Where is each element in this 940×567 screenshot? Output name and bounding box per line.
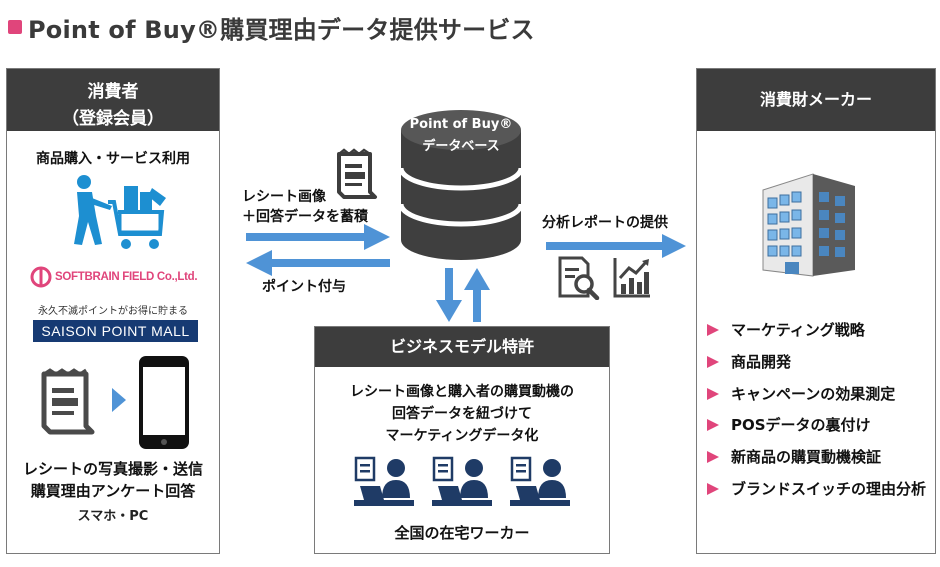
softbrain-tagline: 永久不滅ポイントがお得に貯まる <box>38 306 188 317</box>
bullet-triangle-icon <box>707 418 719 431</box>
maker-header: 消費財メーカー <box>697 69 935 131</box>
softbrain-logo-mark <box>30 266 52 288</box>
receipt-data-label-line2: ＋回答データを蓄積 <box>242 209 368 225</box>
consumer-header-line1: 消費者 <box>87 82 139 102</box>
page-title: Point of Buy®購買理由データ提供サービス <box>28 16 535 44</box>
maker-use-item: 商品開発 <box>707 351 791 372</box>
patent-header: ビジネスモデル特許 <box>315 327 609 367</box>
softbrain-logo-text: SOFTBRAIN FIELD Co.,Ltd. <box>55 271 198 283</box>
patent-desc-line3: マーケティングデータ化 <box>385 428 539 444</box>
consumer-caption: 商品購入・サービス利用 <box>36 151 190 167</box>
maker-use-label: 商品開発 <box>731 353 792 371</box>
smartphone-icon <box>139 356 189 449</box>
maker-use-item: POSデータの裏付け <box>707 414 871 435</box>
home-worker-icon-2 <box>432 456 492 506</box>
maker-use-label: マーケティング戦略 <box>731 321 865 339</box>
bullet-triangle-icon <box>707 323 719 336</box>
vertical-exchange-arrows-icon <box>436 268 490 322</box>
bullet-triangle-icon <box>707 387 719 400</box>
maker-use-item: マーケティング戦略 <box>707 319 865 340</box>
receipt-caption-line2: 購買理由アンケート回答 <box>30 482 196 500</box>
maker-panel <box>696 68 936 554</box>
maker-use-label: キャンペーンの効果測定 <box>731 385 896 403</box>
receipt-data-icon <box>337 148 377 199</box>
consumer-panel <box>6 68 220 554</box>
home-worker-icon-1 <box>354 456 414 506</box>
softbrain-logo: SOFTBRAIN FIELD Co.,Ltd. <box>30 265 210 289</box>
upload-arrow-icon <box>112 388 126 412</box>
patent-desc-line2: 回答データを紐づけて <box>392 406 532 422</box>
arrow-to-consumer-icon <box>246 250 390 276</box>
database-cylinder-icon <box>398 110 524 260</box>
database-label-line2: データベース <box>422 139 500 154</box>
maker-use-item: ブランドスイッチの理由分析 <box>707 478 926 499</box>
saison-point-mall-logo: SAISON POINT MALL <box>33 320 198 342</box>
arrow-to-maker-icon <box>546 234 686 258</box>
title-marker <box>8 20 22 34</box>
bullet-triangle-icon <box>707 355 719 368</box>
report-search-icon <box>558 256 600 300</box>
home-worker-icon-3 <box>510 456 570 506</box>
maker-use-item: キャンペーンの効果測定 <box>707 383 895 404</box>
shopping-cart-person-icon <box>74 175 166 249</box>
database-label-line1: Point of Buy® <box>409 117 513 132</box>
consumer-header: 消費者 （登録会員） <box>7 69 219 131</box>
office-building-icon <box>762 173 855 277</box>
consumer-header-line2: （登録会員） <box>62 109 164 129</box>
bullet-triangle-icon <box>707 450 719 463</box>
receipt-data-label-line1: レシート画像 <box>242 189 326 205</box>
maker-use-label: ブランドスイッチの理由分析 <box>731 480 927 498</box>
analytics-chart-icon <box>613 258 650 298</box>
workers-caption: 全国の在宅ワーカー <box>394 524 530 542</box>
receipt-icon <box>41 368 95 435</box>
maker-use-label: 新商品の購買動機検証 <box>731 448 882 466</box>
maker-use-label: POSデータの裏付け <box>731 416 871 434</box>
points-label: ポイント付与 <box>262 279 346 295</box>
patent-desc-line1: レシート画像と購入者の購買動機の <box>350 384 574 400</box>
device-caption: スマホ・PC <box>77 509 149 524</box>
receipt-caption-line1: レシートの写真撮影・送信 <box>22 460 203 478</box>
arrow-to-database-icon <box>246 224 390 250</box>
report-label: 分析レポートの提供 <box>542 215 668 231</box>
maker-use-item: 新商品の購買動機検証 <box>707 446 881 467</box>
bullet-triangle-icon <box>707 482 719 495</box>
